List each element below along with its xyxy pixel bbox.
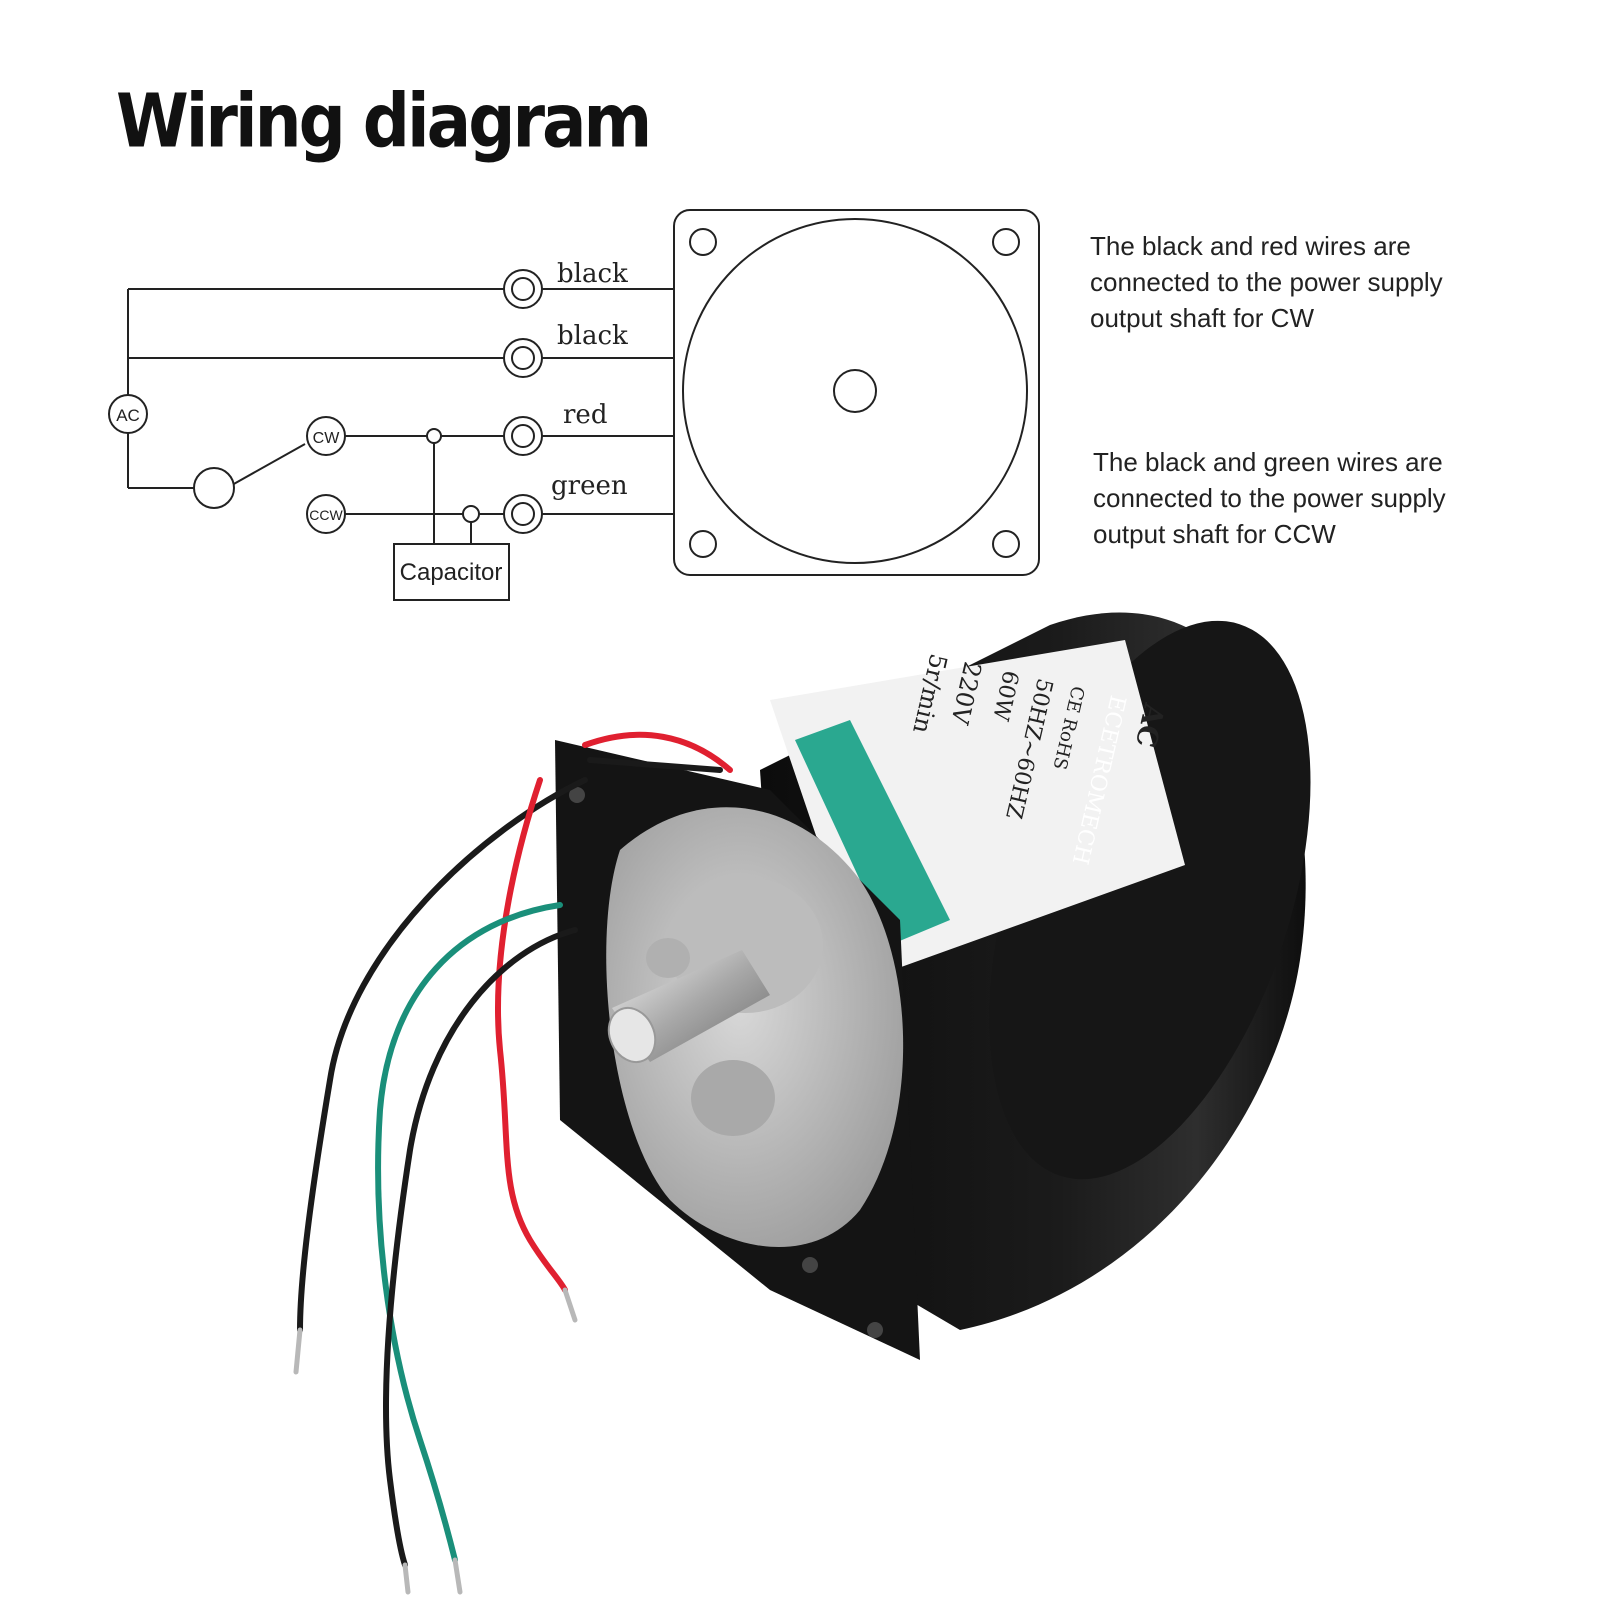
note-cw-line: output shaft for CW — [1090, 303, 1314, 333]
ac-label: AC — [116, 406, 140, 425]
wire-label-red: red — [563, 400, 607, 430]
page-title: Wiring diagram — [116, 78, 652, 165]
ccw-node: CCW — [306, 494, 346, 534]
terminal-black-2 — [503, 338, 543, 378]
note-cw: The black and red wires are connected to… — [1090, 228, 1570, 336]
wire-label-green: green — [551, 471, 628, 501]
note-cw-line: connected to the power supply — [1090, 267, 1443, 297]
output-shaft — [607, 950, 770, 1064]
motor-illustration: AC ECETROMECH CE RoHS 50HZ~60HZ 60W 220V… — [293, 612, 1311, 1595]
cw-node: CW — [306, 416, 346, 456]
note-ccw-line: output shaft for CCW — [1093, 519, 1336, 549]
terminal-black-1 — [503, 269, 543, 309]
switch-pivot — [193, 467, 235, 509]
note-ccw: The black and green wires are connected … — [1093, 444, 1573, 552]
terminal-green — [503, 494, 543, 534]
ccw-label: CCW — [309, 507, 343, 523]
junction-dot — [462, 505, 480, 523]
terminal-red — [503, 416, 543, 456]
capacitor-label: Capacitor — [400, 559, 503, 586]
note-cw-line: The black and red wires are — [1090, 231, 1411, 261]
note-ccw-line: connected to the power supply — [1093, 483, 1446, 513]
wire-label-black-1: black — [557, 259, 628, 289]
ac-source: AC — [108, 394, 148, 434]
wire-label-black-2: black — [557, 321, 628, 351]
note-ccw-line: The black and green wires are — [1093, 447, 1443, 477]
motor-face-outline — [673, 209, 1040, 576]
capacitor-box: Capacitor — [393, 543, 510, 601]
junction-dot — [426, 428, 442, 444]
lead-wires — [293, 731, 733, 1595]
wiring-schematic: AC CW CCW Capacitor black black red gree… — [108, 209, 1040, 601]
cw-label: CW — [313, 430, 341, 447]
